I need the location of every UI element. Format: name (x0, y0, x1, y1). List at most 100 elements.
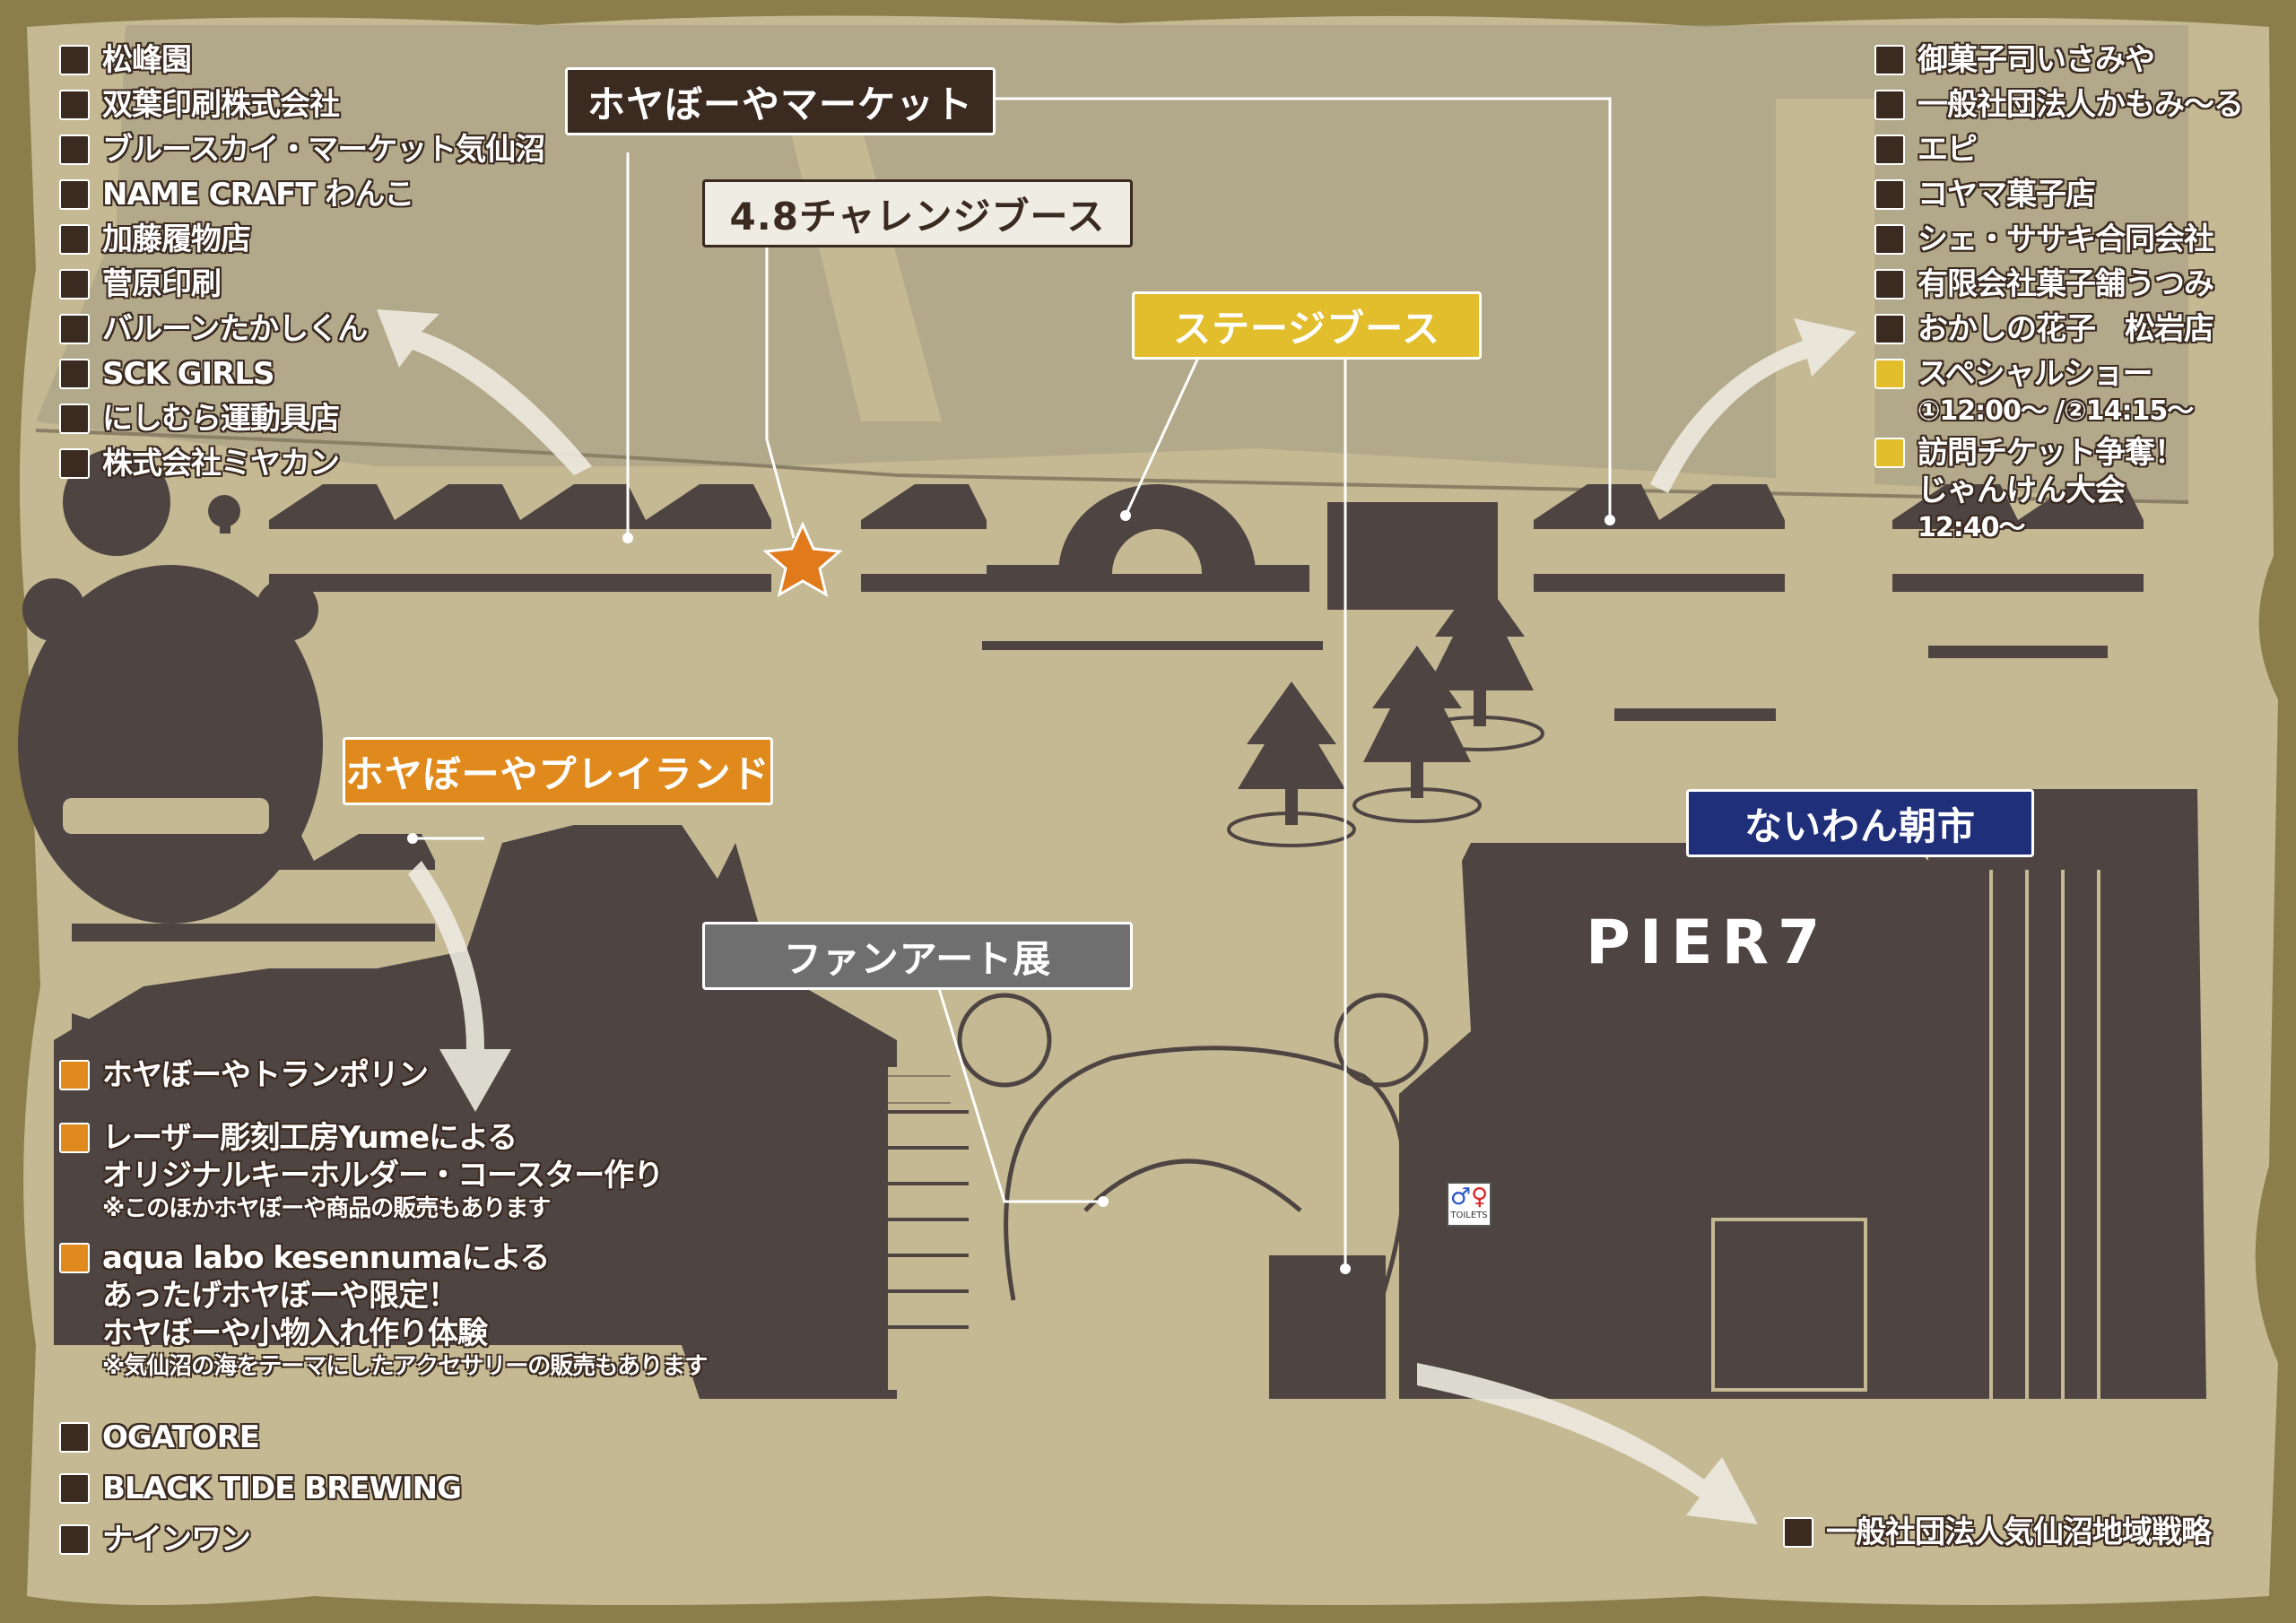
pier7-label: PIER7 (1586, 907, 1830, 978)
list-item: 菅原印刷 (59, 265, 544, 310)
brown-marker-icon (1874, 269, 1905, 299)
event-title: 訪問チケット争奪！ (1918, 435, 2185, 471)
playland-item-label: レーザー彫刻工房Yumeによる (102, 1120, 517, 1156)
playland-item-label: ホヤぼーや小物入れ作り体験 (102, 1315, 488, 1351)
left-bottom-list: OGATORE BLACK TIDE BREWING ナインワン (59, 1419, 462, 1572)
list-item-label: 双葉印刷株式会社 (102, 87, 340, 123)
brown-marker-icon (59, 1524, 90, 1555)
list-item-label: SCK GIRLS (102, 356, 275, 392)
playland-item-note: ※気仙沼の海をテーマにしたアクセサリーの販売もあります (102, 1353, 708, 1380)
list-item: OGATORE (59, 1419, 461, 1470)
brown-marker-icon (59, 404, 90, 434)
playland-item-note: ※このほかホヤぼーや商品の販売もあります (102, 1195, 551, 1222)
list-item: NAME CRAFT わんこ (59, 176, 544, 221)
list-item-label: コヤマ菓子店 (1918, 177, 2096, 213)
brown-marker-icon (59, 448, 90, 479)
list-item: にしむら運動具店 (59, 400, 544, 445)
list-item-label: ナインワン (102, 1522, 251, 1558)
list-item: ブルースカイ・マーケット気仙沼 (59, 131, 545, 176)
brown-marker-icon (1874, 314, 1905, 344)
brown-marker-icon (59, 359, 90, 389)
list-item-label: エピ (1918, 132, 1978, 168)
list-item: シェ・ササキ合同会社 (1874, 221, 2243, 265)
playland-item: レーザー彫刻工房Yumeによる オリジナルキーホルダー・コースター作り ※このほ… (59, 1119, 707, 1223)
toilet-text: TOILETS (1450, 1211, 1488, 1220)
brown-marker-icon (59, 179, 90, 210)
brown-marker-icon (1874, 179, 1905, 210)
tent-row-top (269, 484, 2144, 592)
list-item-label: 松峰園 (102, 42, 192, 78)
orange-marker-icon (59, 1123, 90, 1153)
orange-marker-icon (59, 1060, 90, 1090)
event-item: 訪問チケット争奪！ じゃんけん大会 12:40〜 (1874, 434, 2243, 547)
event-item: スペシャルショー ①12:00〜 /②14:15〜 (1874, 355, 2243, 434)
list-item: 有限会社菓子舗うつみ (1874, 265, 2243, 310)
list-item-label: バルーンたかしくん (102, 311, 368, 347)
brown-marker-icon (59, 135, 90, 165)
right-top-list: 御菓子司いさみや 一般社団法人かもみ〜る エピ コヤマ菓子店 シェ・ササキ合同会… (1874, 41, 2244, 547)
road (1776, 99, 1874, 502)
list-item-label: 一般社団法人かもみ〜る (1918, 87, 2244, 123)
left-top-list: 松峰園 双葉印刷株式会社 ブルースカイ・マーケット気仙沼 NAME CRAFT … (59, 41, 545, 490)
list-item-label: 菅原印刷 (102, 266, 222, 302)
brown-marker-icon (59, 1422, 90, 1453)
star-icon (762, 521, 843, 598)
bottom-right-list: 一般社団法人気仙沼地域戦略 (1783, 1514, 2212, 1551)
event-subtitle: じゃんけん大会 (1918, 473, 2126, 508)
list-item: BLACK TIDE BREWING (59, 1470, 462, 1521)
list-item: 一般社団法人かもみ〜る (1874, 86, 2244, 131)
pier7-facade (1711, 870, 2100, 1399)
toilet-icon: ♂♀ TOILETS (1447, 1182, 1492, 1227)
list-item-label: 有限会社菓子舗うつみ (1918, 266, 2214, 302)
list-item: エピ (1874, 131, 2243, 176)
brown-marker-icon (59, 45, 90, 75)
trees (1238, 574, 1534, 825)
brown-marker-icon (1874, 45, 1905, 75)
list-item: 松峰園 (59, 41, 544, 86)
zone-asaichi-label: ないわん朝市 (1686, 789, 2034, 857)
list-item-label: 株式会社ミヤカン (102, 446, 340, 482)
list-item-label: 加藤履物店 (102, 221, 251, 257)
list-item-label: OGATORE (102, 1419, 260, 1455)
left-building-arch (72, 968, 619, 1078)
event-title: スペシャルショー (1918, 356, 2153, 392)
list-item: 株式会社ミヤカン (59, 445, 544, 490)
plaza-boundary (36, 25, 2188, 502)
list-item: ナインワン (59, 1521, 461, 1572)
brown-marker-icon (59, 269, 90, 299)
playland-item-label: オリジナルキーホルダー・コースター作り (102, 1158, 664, 1193)
orange-marker-icon (59, 1243, 90, 1273)
list-item: コヤマ菓子店 (1874, 176, 2243, 221)
playland-item: aqua labo kesennumaによる あったげホヤぼーや限定！ ホヤぼー… (59, 1239, 708, 1381)
event-time: 12:40〜 (1918, 512, 2026, 543)
event-time: ①12:00〜 /②14:15〜 (1918, 395, 2194, 427)
brown-marker-icon (1874, 224, 1905, 255)
zone-fanart-label: ファンアート展 (702, 922, 1133, 990)
brown-marker-icon (1783, 1517, 1813, 1548)
playland-item-label: あったげホヤぼーや限定！ (102, 1278, 458, 1314)
brown-marker-icon (59, 224, 90, 255)
list-item: バルーンたかしくん (59, 310, 544, 355)
zone-challenge-label: 4.8チャレンジブース (702, 179, 1133, 247)
playland-item-label: ホヤぼーやトランポリン (102, 1057, 429, 1093)
brown-marker-icon (59, 1473, 90, 1504)
playland-item-label: aqua labo kesennumaによる (102, 1240, 550, 1276)
zone-playland-label: ホヤぼーやプレイランド (343, 737, 773, 805)
list-item: 双葉印刷株式会社 (59, 86, 544, 131)
brown-marker-icon (59, 314, 90, 344)
list-item-label: NAME CRAFT わんこ (102, 177, 414, 213)
tables-right (1614, 646, 2108, 721)
playland-list: ホヤぼーやトランポリン レーザー彫刻工房Yumeによる オリジナルキーホルダー・… (59, 1056, 708, 1381)
yellow-marker-icon (1874, 359, 1905, 389)
list-item-label: ブルースカイ・マーケット気仙沼 (102, 132, 545, 168)
list-item: SCK GIRLS (59, 355, 544, 400)
list-item: 加藤履物店 (59, 221, 544, 265)
stairs (888, 1067, 951, 1390)
zone-stage-label: ステージブース (1132, 291, 1482, 360)
list-item-label: シェ・ササキ合同会社 (1918, 221, 2214, 257)
leader-lines (413, 97, 1612, 1269)
brown-marker-icon (59, 90, 90, 120)
list-item-label: BLACK TIDE BREWING (102, 1471, 462, 1506)
list-item-label: おかしの花子 松岩店 (1918, 311, 2214, 347)
